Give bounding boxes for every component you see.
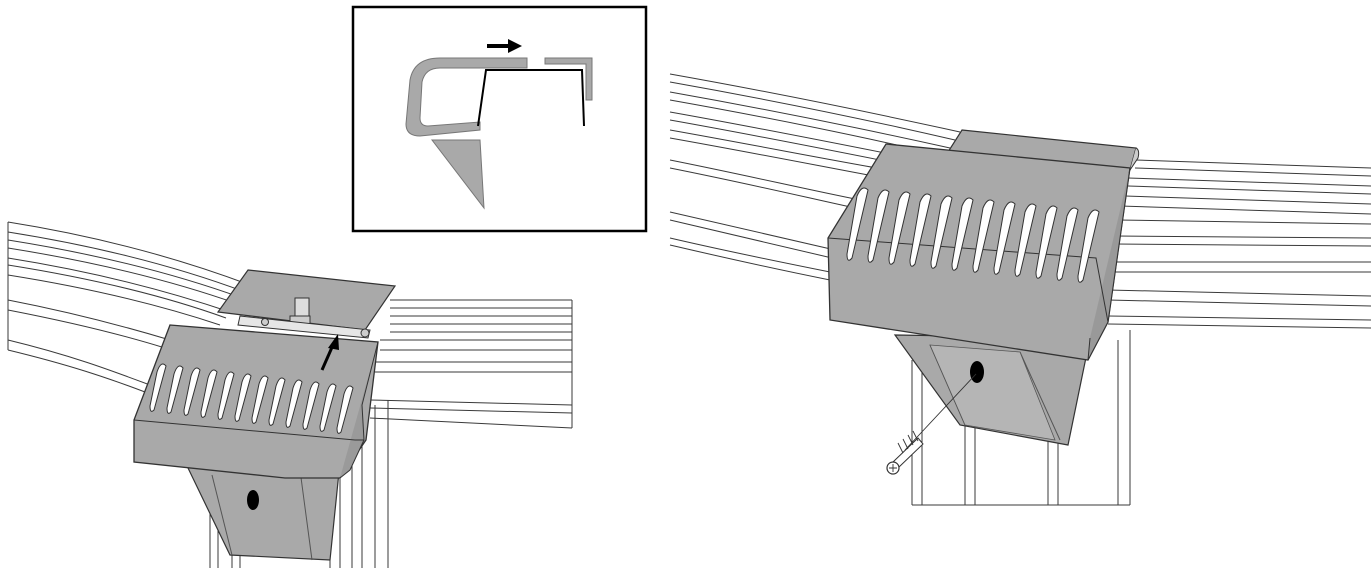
- finned-cap-right: [827, 143, 1131, 361]
- step-2-panel: [669, 73, 1371, 506]
- right-rail: [369, 299, 573, 429]
- clip-profile: [405, 57, 528, 137]
- top-cover-plate-left: [216, 269, 397, 339]
- step-1-panel: [7, 221, 573, 568]
- finned-cap-left: [133, 324, 379, 479]
- left-rail-right-panel: [669, 73, 961, 281]
- cooling-fins-right: [846, 187, 1100, 283]
- clip-catch-right: [544, 57, 593, 101]
- screw-hole: [970, 361, 984, 383]
- rail-profile: [477, 69, 585, 127]
- screw-hole: [247, 490, 259, 510]
- cooling-fins-left: [149, 363, 354, 434]
- arrow-right-icon: [487, 39, 522, 53]
- bracket-lower-block-left: [187, 461, 341, 561]
- left-rail: [7, 221, 251, 393]
- vertical-post-right: [911, 330, 1131, 506]
- bracket-lower-block-right: [893, 334, 1091, 446]
- clip-hook: [430, 139, 485, 210]
- detail-inset: [351, 5, 648, 233]
- arrow-up-icon: [320, 334, 339, 371]
- screw-icon: [886, 373, 977, 475]
- right-rail-right-panel: [1107, 159, 1371, 329]
